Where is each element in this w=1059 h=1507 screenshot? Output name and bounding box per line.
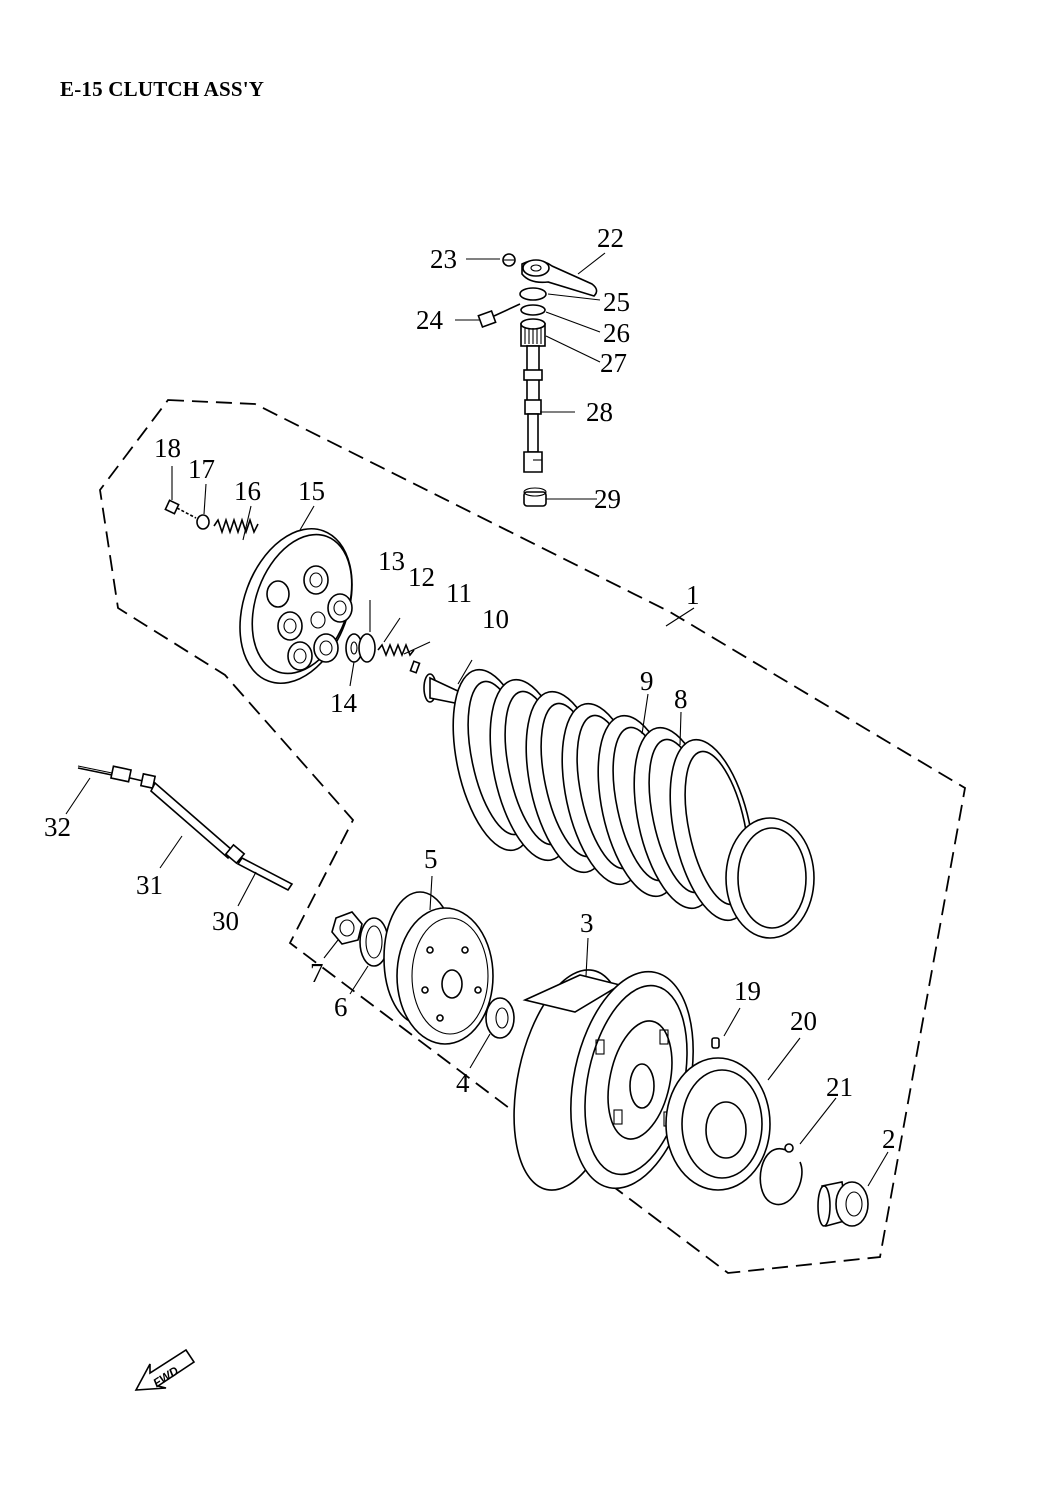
callout-23: 23 (430, 244, 457, 274)
part-28-release-shaft (523, 345, 543, 473)
part-26-seal (520, 304, 546, 316)
callout-3: 3 (580, 908, 594, 938)
page-title: E-15 CLUTCH ASS'Y (60, 77, 265, 101)
pressure-plate-assembly (164, 499, 467, 707)
callout-21: 21 (826, 1072, 853, 1102)
part-32-cable-end (77, 767, 113, 776)
part-25-washer (519, 287, 547, 301)
callout-labels: 1 2 3 4 5 6 7 8 9 10 11 12 13 14 15 16 1… (44, 223, 896, 1154)
callout-24: 24 (416, 305, 444, 335)
part-6-lock-washer (359, 917, 389, 967)
part-12-push-rod (377, 642, 415, 658)
callout-5: 5 (424, 844, 438, 874)
part-11-push-piece (409, 660, 421, 674)
part-17-washer (196, 514, 210, 530)
part-4-thrust-washer (485, 997, 515, 1039)
part-7-nut (331, 911, 363, 945)
callout-9: 9 (640, 666, 654, 696)
callout-1: 1 (686, 580, 700, 610)
part-30-cable-rod (236, 856, 294, 892)
callout-4: 4 (456, 1068, 470, 1098)
callout-17: 17 (188, 454, 215, 484)
callout-8: 8 (674, 684, 688, 714)
part-24-bolt (477, 303, 521, 329)
callout-20: 20 (790, 1006, 817, 1036)
part-19-pin (711, 1037, 720, 1049)
part-20-primary-gear (665, 1057, 771, 1191)
callout-6: 6 (334, 992, 348, 1022)
part-18-bolt (164, 499, 197, 519)
part-2-collar (817, 1181, 869, 1228)
part-13-nut (358, 633, 376, 663)
callout-16: 16 (234, 476, 261, 506)
part-29-bushing (523, 487, 547, 507)
callout-13: 13 (378, 546, 405, 576)
callout-10: 10 (482, 604, 509, 634)
callout-7: 7 (310, 958, 324, 988)
callout-31: 31 (136, 870, 163, 900)
callout-12: 12 (408, 562, 435, 592)
fwd-arrow-icon: FWD (134, 1348, 196, 1391)
release-lever-assembly (477, 253, 598, 507)
clutch-plate-stack (452, 668, 815, 939)
callout-15: 15 (298, 476, 325, 506)
callout-22: 22 (597, 223, 624, 253)
callout-11: 11 (446, 578, 472, 608)
assembly-boundary (99, 399, 966, 1274)
leader-lines (65, 252, 889, 1187)
friction-plate-front (725, 817, 815, 939)
callout-18: 18 (154, 433, 181, 463)
part-3-clutch-housing (513, 969, 694, 1191)
callout-32: 32 (44, 812, 71, 842)
callout-30: 30 (212, 906, 239, 936)
callout-2: 2 (882, 1124, 896, 1154)
clutch-cable (77, 765, 294, 892)
part-27-needle-bearing (520, 318, 546, 347)
callout-26: 26 (603, 318, 630, 348)
callout-25: 25 (603, 287, 630, 317)
callout-19: 19 (734, 976, 761, 1006)
callout-29: 29 (594, 484, 621, 514)
part-31-cable-outer (150, 781, 233, 860)
part-5-drive-gear (383, 891, 494, 1045)
callout-14: 14 (330, 688, 358, 718)
part-16-spring (213, 517, 259, 535)
part-15-pressure-plate (239, 527, 353, 685)
part-21-circlip (759, 1143, 803, 1206)
callout-28: 28 (586, 397, 613, 427)
part-22-lever-arm (521, 259, 598, 297)
callout-27: 27 (600, 348, 627, 378)
